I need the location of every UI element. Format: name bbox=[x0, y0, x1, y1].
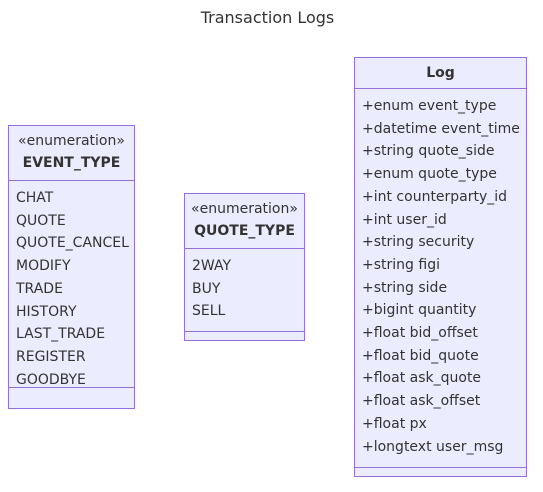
stereotype-label: «enumeration» bbox=[191, 201, 298, 217]
class-attribute: +float ask_quote bbox=[362, 370, 482, 387]
class-log: Log +enum event_type +datetime event_tim… bbox=[354, 57, 527, 477]
class-attribute: +enum quote_type bbox=[362, 166, 497, 183]
class-members: +enum event_type +datetime event_time +s… bbox=[355, 89, 526, 468]
enum-value: 2WAY bbox=[192, 258, 232, 274]
class-attribute: +bigint quantity bbox=[362, 302, 477, 319]
enum-value: QUOTE bbox=[16, 212, 66, 229]
enum-value: REGISTER bbox=[16, 348, 86, 365]
stereotype-label: «enumeration» bbox=[18, 133, 125, 149]
class-methods bbox=[185, 332, 304, 340]
class-members: CHAT QUOTE QUOTE_CANCEL MODIFY TRADE HIS… bbox=[9, 181, 134, 388]
class-header: «enumeration» EVENT_TYPE bbox=[9, 126, 134, 181]
enum-value: QUOTE_CANCEL bbox=[16, 235, 129, 252]
class-attribute: +float ask_offset bbox=[362, 393, 481, 410]
enum-value: BUY bbox=[192, 280, 221, 297]
enum-value: HISTORY bbox=[16, 303, 77, 320]
class-attribute: +int counterparty_id bbox=[362, 188, 508, 205]
class-attribute: +longtext user_msg bbox=[362, 438, 504, 455]
class-quote-type: «enumeration» QUOTE_TYPE 2WAY BUY SELL bbox=[184, 193, 305, 341]
class-methods bbox=[9, 388, 134, 408]
class-attribute: +string side bbox=[362, 279, 448, 296]
class-header: «enumeration» QUOTE_TYPE bbox=[185, 194, 304, 249]
class-event-type: «enumeration» EVENT_TYPE CHAT QUOTE QUOT… bbox=[8, 125, 135, 409]
enum-value: SELL bbox=[192, 303, 226, 320]
class-methods bbox=[355, 468, 526, 476]
class-attribute: +string quote_side bbox=[362, 143, 495, 160]
enum-value: CHAT bbox=[16, 190, 54, 206]
enum-value: TRADE bbox=[16, 280, 63, 297]
class-attribute: +string security bbox=[362, 234, 475, 251]
class-members: 2WAY BUY SELL bbox=[185, 249, 304, 332]
enum-value: LAST_TRADE bbox=[16, 326, 106, 343]
enum-value: GOODBYE bbox=[16, 371, 86, 388]
class-attribute: +string figi bbox=[362, 256, 440, 273]
enum-value: MODIFY bbox=[16, 258, 71, 275]
class-name: EVENT_TYPE bbox=[22, 155, 121, 171]
class-attribute: +int user_id bbox=[362, 211, 447, 228]
class-attribute: +float px bbox=[362, 415, 427, 432]
class-attribute: +float bid_offset bbox=[362, 325, 478, 342]
class-header: Log bbox=[355, 58, 526, 89]
class-attribute: +datetime event_time bbox=[362, 120, 520, 137]
diagram-title: Transaction Logs bbox=[200, 8, 335, 27]
class-attribute: +float bid_quote bbox=[362, 347, 479, 364]
class-name: Log bbox=[426, 65, 455, 81]
class-attribute: +enum event_type bbox=[362, 98, 497, 114]
class-name: QUOTE_TYPE bbox=[194, 223, 295, 239]
